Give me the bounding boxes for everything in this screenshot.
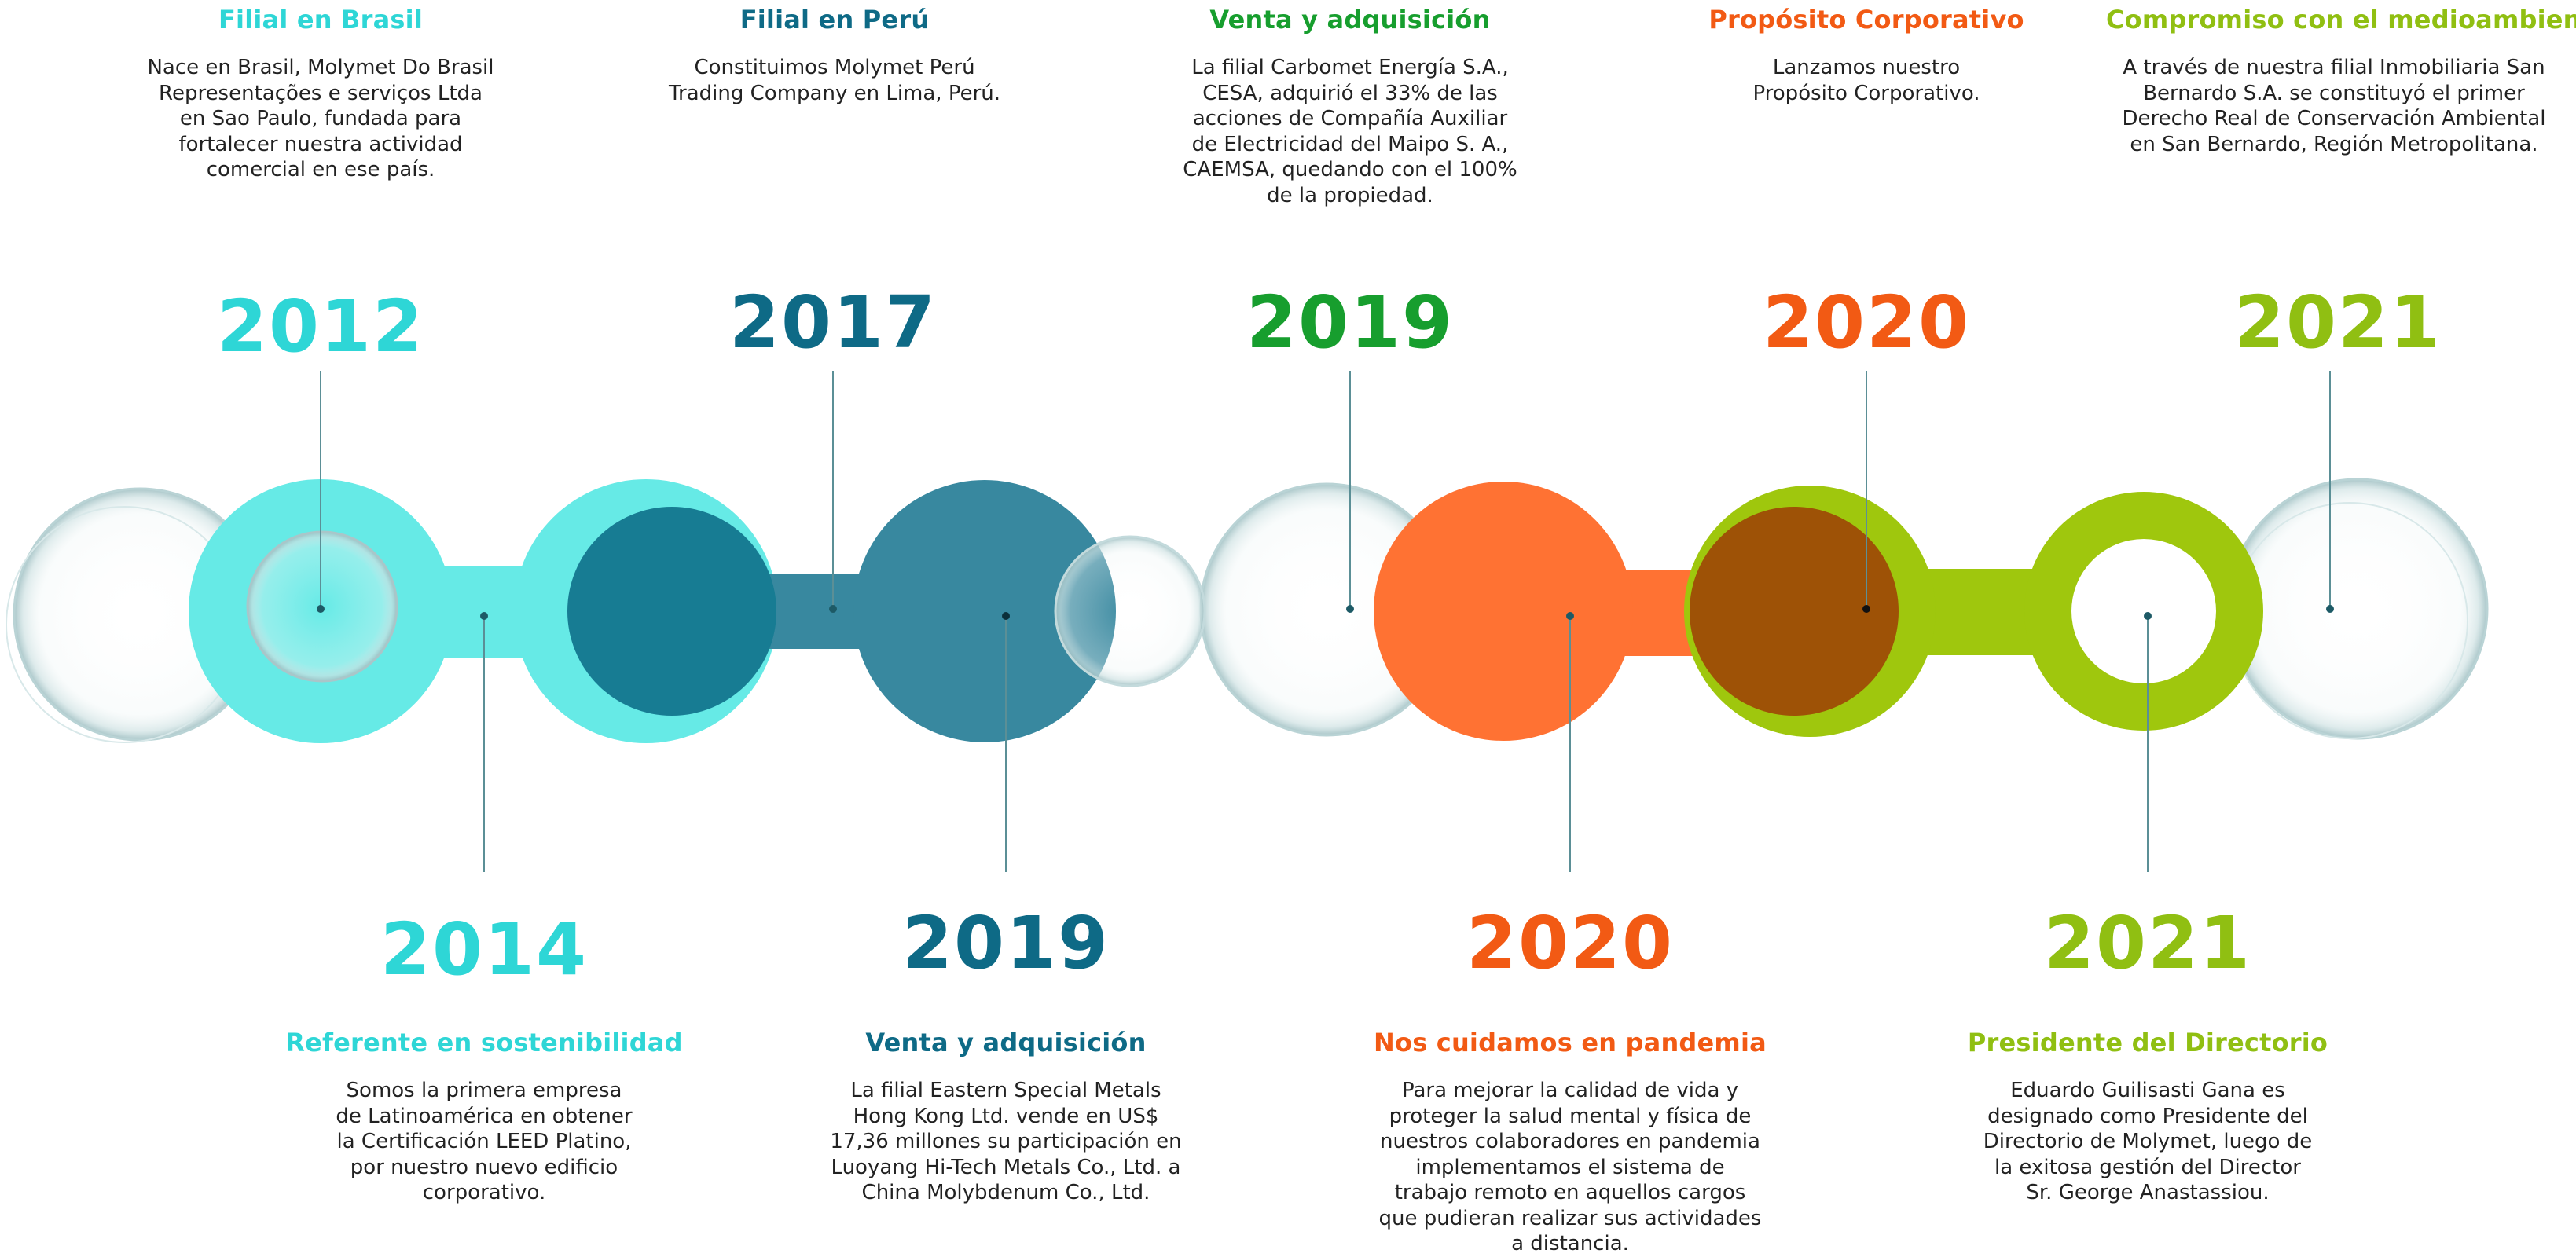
event-description: Constituimos Molymet Perú Trading Compan… (668, 56, 1001, 105)
event-title: Venta y adquisición (865, 1028, 1147, 1057)
bottom-event: Presidente del Directorio Eduardo Guilis… (1943, 1028, 2352, 1206)
event-description: Somos la primera empresa de Latinoaméric… (336, 1079, 633, 1204)
event-year: 2021 (2043, 901, 2252, 985)
event-description: Para mejorar la calidad de vida y proteg… (1378, 1079, 1762, 1255)
bottom-event: Referente en sostenibilidad Somos la pri… (280, 1028, 688, 1206)
event-year: 2012 (216, 284, 425, 368)
event-description: Eduardo Guilisasti Gana es designado com… (1983, 1079, 2313, 1204)
event-year: 2020 (1762, 280, 1971, 365)
event-description: La filial Carbomet Energía S.A., CESA, a… (1183, 56, 1517, 207)
top-event: Propósito Corporativo Lanzamos nuestro P… (1662, 5, 2071, 106)
brown-overlap (1690, 507, 1899, 716)
connector-dot (2144, 612, 2152, 620)
teal-overlap (567, 507, 776, 716)
connector-dot (1566, 612, 1574, 620)
connector-dot (1862, 605, 1870, 613)
event-year: 2019 (1246, 280, 1455, 365)
event-title: Referente en sostenibilidad (285, 1028, 683, 1057)
event-title: Filial en Perú (739, 5, 930, 35)
event-year: 2014 (380, 907, 589, 991)
connector-dots (317, 605, 2334, 620)
connector-lines (320, 371, 2331, 872)
lime-ring-hole (2071, 539, 2216, 683)
teal-blob (853, 480, 1116, 742)
event-title: Presidente del Directorio (1967, 1028, 2328, 1057)
event-year: 2017 (728, 280, 938, 365)
connector-dot (1346, 605, 1354, 613)
event-description: La filial Eastern Special Metals Hong Ko… (830, 1079, 1182, 1204)
event-description: A través de nuestra filial Inmobiliaria … (2122, 56, 2546, 156)
event-year: 2021 (2233, 280, 2442, 365)
glass-bubble (2226, 478, 2489, 740)
event-title: Nos cuidamos en pandemia (1374, 1028, 1767, 1057)
top-event: Filial en Perú Constituimos Molymet Perú… (630, 5, 1039, 106)
connector-dot (1002, 612, 1010, 620)
top-event: Filial en Brasil Nace en Brasil, Molymet… (116, 5, 525, 183)
bottom-event: Venta y adquisición La filial Eastern Sp… (802, 1028, 1210, 1206)
connector-dot (829, 605, 837, 613)
glass-bubbles (6, 478, 2489, 743)
event-title: Venta y adquisición (1209, 5, 1491, 35)
glass-bubble (1054, 535, 1206, 687)
event-title: Propósito Corporativo (1708, 5, 2024, 35)
event-title: Compromiso con el medioambiente (2106, 5, 2576, 35)
connector-dot (317, 605, 325, 613)
top-event: Compromiso con el medioambiente A través… (2106, 5, 2576, 157)
orange-blob (1374, 482, 1633, 741)
top-event: Venta y adquisición La filial Carbomet E… (1146, 5, 1554, 208)
bottom-event: Nos cuidamos en pandemia Para mejorar la… (1366, 1028, 1774, 1257)
event-description: Lanzamos nuestro Propósito Corporativo. (1752, 56, 1980, 105)
event-description: Nace en Brasil, Molymet Do Brasil Repres… (147, 56, 494, 181)
event-year: 2020 (1466, 901, 1675, 985)
timeline-graphic (6, 371, 2489, 872)
connector-dot (480, 612, 488, 620)
connector-dot (2326, 605, 2334, 613)
event-year: 2019 (901, 901, 1110, 985)
event-title: Filial en Brasil (218, 5, 424, 35)
